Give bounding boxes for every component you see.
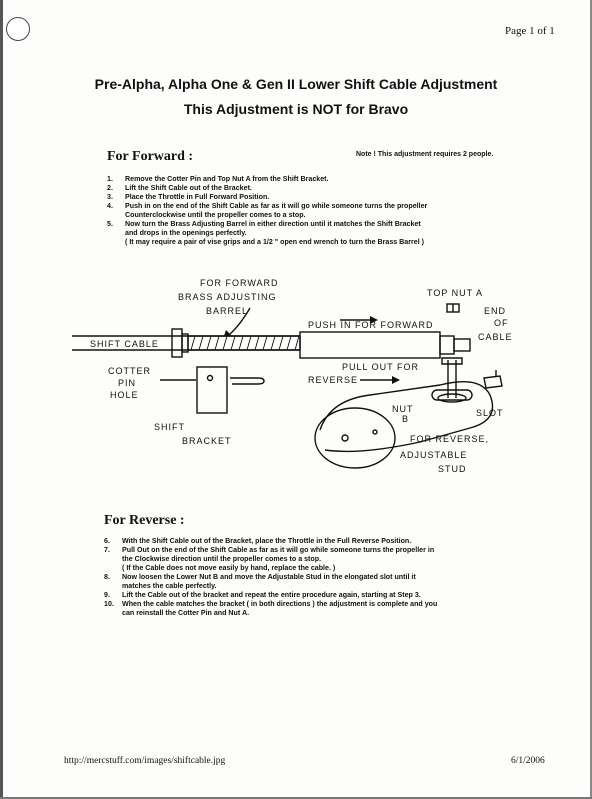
label-hole: HOLE: [110, 390, 139, 400]
label-barrel: BARREL: [206, 306, 248, 316]
document-title: Pre-Alpha, Alpha One & Gen II Lower Shif…: [94, 76, 498, 92]
label-adjustable: ADJUSTABLE: [400, 450, 467, 460]
list-item: 9.Lift the Cable out of the bracket and …: [104, 591, 421, 599]
label-pull-out: PULL OUT FOR: [342, 362, 419, 372]
footer-url: http://mercstuff.com/images/shiftcable.j…: [64, 756, 226, 766]
list-item: 10.When the cable matches the bracket ( …: [104, 600, 438, 617]
list-item: 7.Pull Out on the end of the Shift Cable…: [104, 546, 435, 572]
label-shift-cable: SHIFT CABLE: [90, 339, 159, 349]
label-end: END: [484, 306, 506, 316]
label-brass-adjusting: BRASS ADJUSTING: [178, 292, 277, 302]
label-top-nut: TOP NUT A: [427, 288, 483, 298]
list-item: 2.Lift the Shift Cable out of the Bracke…: [107, 184, 252, 192]
label-shift: SHIFT: [154, 422, 185, 432]
punch-hole-icon: [6, 17, 30, 41]
label-pin: PIN: [118, 378, 136, 388]
label-nut: NUT: [392, 404, 414, 414]
list-item: 6.With the Shift Cable out of the Bracke…: [104, 537, 412, 545]
list-item: 3.Place the Throttle in Full Forward Pos…: [107, 193, 270, 201]
forward-heading: For Forward :: [107, 149, 194, 164]
note-text: Note ! This adjustment requires 2 people…: [356, 151, 494, 158]
label-cotter: COTTER: [108, 366, 151, 376]
list-item: 8.Now loosen the Lower Nut B and move th…: [104, 573, 416, 590]
list-item: 4.Push in on the end of the Shift Cable …: [107, 202, 428, 219]
label-for-forward: FOR FORWARD: [200, 278, 279, 288]
label-push-in: PUSH IN FOR FORWARD: [308, 320, 434, 330]
label-b: B: [402, 414, 409, 424]
label-cable: CABLE: [478, 332, 513, 342]
document-subtitle: This Adjustment is NOT for Bravo: [183, 101, 409, 117]
scan-edge-bottom: [0, 797, 592, 799]
label-stud: STUD: [438, 464, 467, 474]
scan-edge-right: [590, 0, 592, 799]
label-slot: SLOT: [476, 408, 504, 418]
label-for-reverse: FOR REVERSE,: [410, 434, 489, 444]
label-of: OF: [494, 318, 509, 328]
reverse-steps: 6.With the Shift Cable out of the Bracke…: [104, 537, 536, 618]
label-reverse: REVERSE: [308, 375, 358, 385]
reverse-heading: For Reverse :: [104, 513, 185, 528]
list-item: 1.Remove the Cotter Pin and Top Nut A fr…: [107, 175, 329, 183]
page-number: Page 1 of 1: [505, 25, 555, 37]
list-item: 5.Now turn the Brass Adjusting Barrel in…: [107, 220, 425, 246]
scan-edge-left: [0, 0, 3, 799]
shift-cable-diagram: FOR FORWARD BRASS ADJUSTING BARREL TOP N…: [72, 278, 513, 474]
forward-steps: 1.Remove the Cotter Pin and Top Nut A fr…: [107, 175, 537, 247]
footer-date: 6/1/2006: [511, 756, 545, 766]
label-bracket: BRACKET: [182, 436, 232, 446]
